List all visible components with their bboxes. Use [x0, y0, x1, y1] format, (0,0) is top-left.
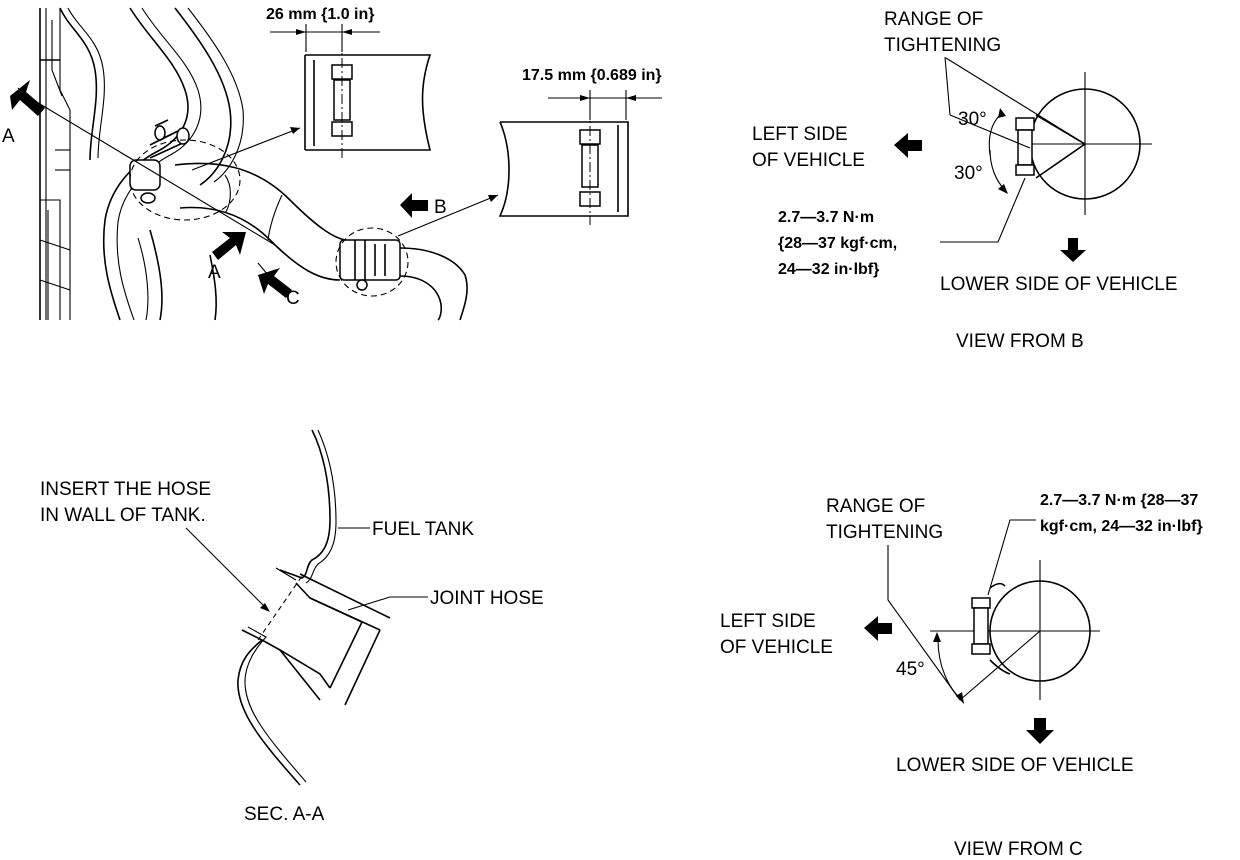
- view-c-torque-line2: kgf·cm, 24—32 in·lbf}: [1040, 518, 1203, 535]
- view-b-torque-line3: 24—32 in·lbf}: [778, 261, 879, 278]
- arrow-c-label: C: [286, 288, 300, 309]
- view-c-caption: VIEW FROM C: [954, 839, 1083, 860]
- arrow-a-lower: A: [208, 232, 246, 283]
- view-c-range-line2: TIGHTENING: [826, 522, 943, 543]
- dim-top-label: 26 mm {1.0 in}: [266, 6, 375, 23]
- fuel-tank-label: FUEL TANK: [372, 519, 474, 540]
- view-b-angle-lower: 30°: [954, 163, 983, 184]
- tank-nipples: [129, 119, 241, 221]
- view-c-angle: 45°: [896, 659, 925, 680]
- dim-right-label: 17.5 mm {0.689 in}: [522, 67, 662, 84]
- view-b-torque-line2: {28—37 kgf·cm,: [778, 235, 897, 252]
- view-c-left-side-line2: OF VEHICLE: [720, 637, 833, 658]
- view-c-down-arrow: [1026, 718, 1054, 744]
- view-b-torque-line1: 2.7—3.7 N·m: [778, 209, 874, 226]
- view-b-left-side-line1: LEFT SIDE: [752, 124, 848, 145]
- view-b-range-line2: TIGHTENING: [884, 35, 1001, 56]
- view-c-range-line1: RANGE OF: [826, 496, 925, 517]
- arrow-a-upper: A: [2, 80, 45, 147]
- view-from-b: RANGE OF TIGHTENING 30° 30° LEFT SIDE OF…: [752, 9, 1178, 352]
- insert-note-line2: IN WALL OF TANK.: [40, 505, 206, 526]
- section-aa-caption: SEC. A-A: [244, 804, 325, 825]
- view-b-lower-side: LOWER SIDE OF VEHICLE: [940, 274, 1178, 295]
- arrow-a-lower-label: A: [208, 262, 221, 283]
- view-b-caption: VIEW FROM B: [956, 331, 1084, 352]
- view-c-torque-line1: 2.7—3.7 N·m {28—37: [1040, 492, 1198, 509]
- view-b-range-line1: RANGE OF: [884, 9, 983, 30]
- vehicle-body-structure: [39, 7, 244, 321]
- arrow-a-upper-label: A: [2, 126, 15, 147]
- detail-17-5mm: 17.5 mm {0.689 in}: [498, 67, 662, 225]
- joint-hose-label: JOINT HOSE: [430, 588, 544, 609]
- view-b-down-arrow: [1060, 238, 1086, 262]
- view-from-c: RANGE OF TIGHTENING 2.7—3.7 N·m {28—37 k…: [720, 492, 1203, 860]
- arrow-c: C: [257, 262, 300, 309]
- joint-hose: [174, 162, 346, 281]
- section-a-a: INSERT THE HOSE IN WALL OF TANK. FUEL TA…: [40, 429, 544, 825]
- view-b-left-arrow: [894, 133, 922, 158]
- insert-note-line1: INSERT THE HOSE: [40, 479, 211, 500]
- view-c-left-arrow: [864, 616, 892, 641]
- arrow-b: B: [400, 193, 447, 218]
- view-c-lower-side: LOWER SIDE OF VEHICLE: [896, 755, 1134, 776]
- view-c-left-side-line1: LEFT SIDE: [720, 611, 816, 632]
- detail-26mm: 26 mm {1.0 in}: [266, 6, 432, 160]
- view-b-left-side-line2: OF VEHICLE: [752, 150, 865, 171]
- main-view: A A C B 26 mm {1.0 in}: [2, 6, 662, 321]
- pipe-clamp-assembly: [335, 227, 468, 321]
- view-b-angle-upper: 30°: [958, 109, 987, 130]
- arrow-b-label: B: [434, 197, 447, 218]
